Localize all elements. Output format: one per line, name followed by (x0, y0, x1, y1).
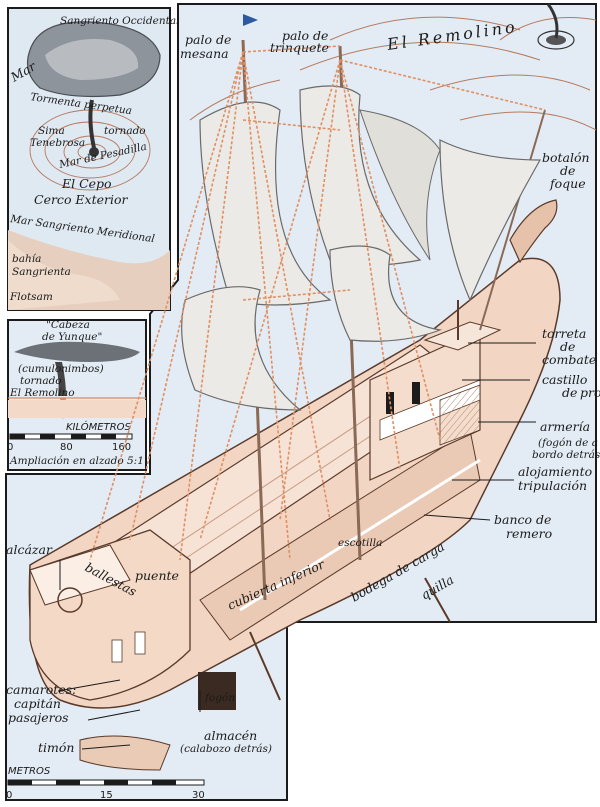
map-label-el-cepo: El Cepo (61, 176, 112, 191)
whirlpool-swirls (189, 16, 597, 131)
label-proa: proa (580, 385, 600, 400)
ship-tick-0: 0 (6, 790, 12, 801)
inset-profile: "Cabeza de Yunque" (cumulonimbos) tornad… (7, 319, 147, 471)
label-foque: foque (549, 176, 586, 191)
map-label-flotsam: Flotsam (9, 291, 53, 303)
map-label-tornado: tornado (104, 125, 146, 137)
label-armeria: armería (540, 419, 590, 434)
ship-scale-title: METROS (8, 766, 51, 777)
label-combate: combate (542, 352, 596, 367)
profile-label-el-remolino: El Remolino (9, 387, 75, 399)
label-capitan: capitán (14, 696, 61, 711)
label-banco-de: banco de (494, 512, 551, 527)
map-label-bahia: bahía (12, 253, 41, 265)
label-tripulacion: tripulación (518, 478, 587, 493)
profile-label-cabeza: "Cabeza (46, 319, 90, 331)
label-fogon-de-a: (fogón de a (538, 437, 598, 449)
whirlpool-vortex (537, 3, 575, 50)
profile-label-yunque: de Yunque" (42, 331, 102, 343)
ship-scale: METROS 0 15 30 (6, 766, 205, 801)
profile-scale-bar (9, 433, 133, 440)
ship-tick-15: 15 (100, 790, 113, 801)
label-palo-mesana-2: mesana (180, 46, 229, 61)
label-botalon: botalón (542, 150, 590, 165)
label-palo-trinquete-1: palo de (282, 28, 328, 43)
label-remero: remero (506, 526, 552, 541)
label-fogon: fogón (204, 692, 235, 704)
label-torreta: torreta (542, 326, 586, 341)
profile-scale-title: KILÓMETROS (66, 420, 132, 433)
inset-map: Sangriento Occidental Mar Tormenta perpe… (7, 7, 179, 311)
label-timon: timón (38, 740, 74, 755)
map-label-sima: Sima (38, 125, 65, 137)
label-camarotes: camarotes: (6, 682, 76, 697)
label-escotilla: escotilla (338, 537, 382, 549)
label-almacen: almacén (204, 728, 257, 743)
label-bordo-detras: bordo detrás) (532, 449, 600, 461)
label-castillo: castillo (542, 372, 587, 387)
label-botalon-de: de (560, 163, 575, 178)
ship-illustration (28, 14, 561, 771)
map-label-sangriento-occidental: Sangriento Occidental (60, 15, 179, 27)
map-label-tenebrosa: Tenebrosa (30, 137, 85, 149)
profile-tick-160: 160 (112, 442, 131, 453)
profile-label-amplificacion: Ampliación en alzado 5:1 (9, 455, 144, 467)
ship-tick-30: 30 (192, 790, 205, 801)
rigging (89, 45, 546, 561)
map-label-sangrienta: Sangrienta (12, 266, 71, 278)
profile-label-tornado: tornado (20, 375, 62, 387)
label-calabozo: (calabozo detrás) (180, 743, 272, 755)
label-palo-trinquete-2: trinquete (270, 40, 329, 55)
label-palo-mesana-1: palo de (185, 32, 231, 47)
leader-lines (57, 342, 536, 750)
profile-tick-0: 0 (7, 442, 13, 453)
label-puente: puente (135, 568, 179, 583)
label-alcazar: alcázar (6, 542, 53, 557)
label-alojamiento: alojamiento (518, 464, 592, 479)
profile-tick-80: 80 (60, 442, 73, 453)
profile-label-cumulonimbos: (cumulonimbos) (18, 363, 104, 375)
label-torreta-de: de (560, 339, 575, 354)
map-label-cerco-exterior: Cerco Exterior (34, 192, 129, 207)
label-castillo-de: de (562, 385, 577, 400)
label-pasajeros: pasajeros (8, 710, 69, 725)
